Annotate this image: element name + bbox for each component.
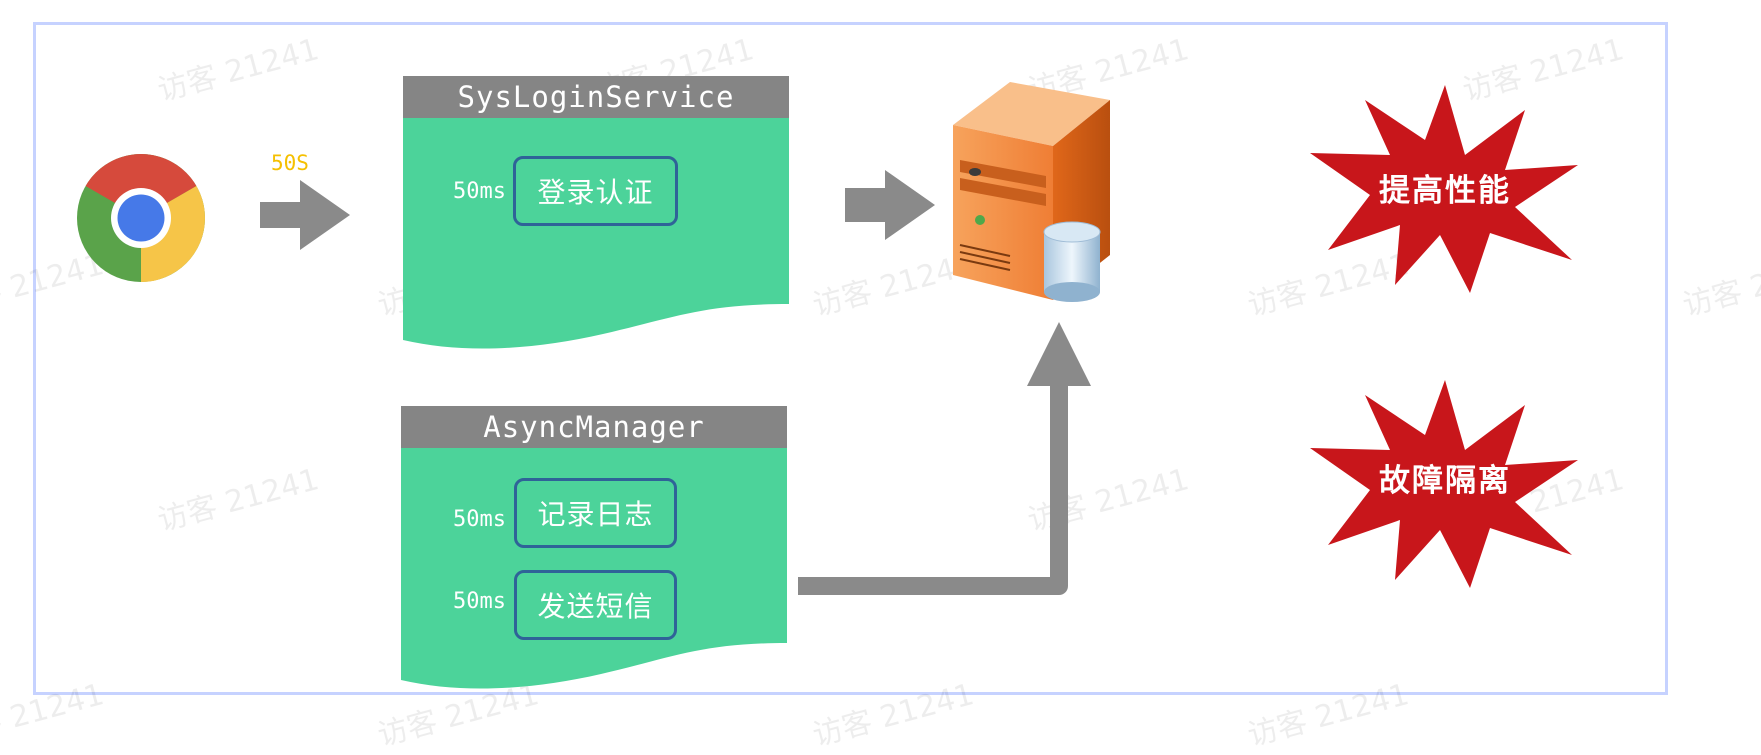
burst-badge-fault-isolation: [1310, 380, 1578, 588]
elbow-arrow-up-icon: [798, 322, 1091, 595]
request-rate-label: 50S: [271, 151, 309, 175]
sys-login-service: SysLoginService 50ms 登录认证: [403, 76, 789, 351]
async-manager: AsyncManager 50ms 记录日志 50ms 发送短信: [401, 406, 787, 691]
sync-document-body: [403, 118, 789, 349]
benefit-label: 故障隔离: [1379, 463, 1511, 499]
async-service-title: AsyncManager: [401, 406, 787, 448]
task-duration: 50ms: [453, 507, 506, 532]
task-send-sms: 发送短信: [514, 570, 677, 640]
task-duration: 50ms: [453, 179, 506, 204]
arrow-right-icon: [845, 170, 935, 240]
sync-service-title: SysLoginService: [403, 76, 789, 118]
arrow-right-icon: [260, 180, 350, 250]
async-document-body: [401, 448, 787, 689]
watermark: 访客 21241: [1679, 247, 1761, 324]
benefit-label: 提高性能: [1379, 173, 1511, 209]
task-record-log: 记录日志: [514, 478, 677, 548]
burst-badge-performance: [1310, 85, 1578, 293]
task-login-auth: 登录认证: [513, 156, 678, 226]
chrome-icon: [77, 154, 205, 282]
task-duration: 50ms: [453, 589, 506, 614]
server-with-database-icon: [953, 82, 1110, 302]
